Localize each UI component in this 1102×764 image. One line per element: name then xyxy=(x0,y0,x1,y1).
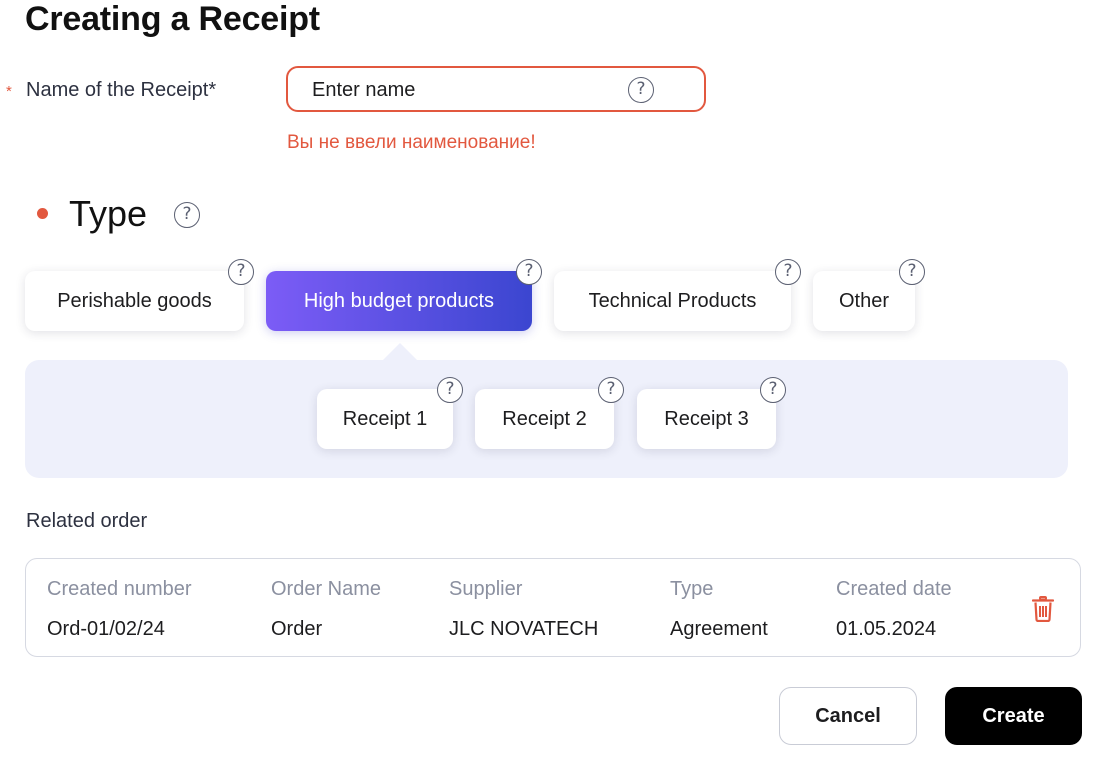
type-option-label: High budget products xyxy=(303,290,495,312)
type-option-label: Technical Products xyxy=(588,290,757,312)
question-circle-icon[interactable]: ? xyxy=(628,77,654,103)
related-order-label: Related order xyxy=(26,510,148,532)
type-heading: Type xyxy=(69,193,148,234)
order-type: Agreement xyxy=(670,618,768,640)
column-header-type: Type xyxy=(670,578,714,600)
question-circle-icon[interactable]: ? xyxy=(899,259,925,285)
column-header-created-number: Created number xyxy=(47,578,192,600)
type-option-perishable-goods[interactable]: Perishable goods ? xyxy=(25,259,254,331)
question-circle-icon[interactable]: ? xyxy=(516,259,542,285)
column-header-supplier: Supplier xyxy=(449,578,523,600)
type-option-label: Other xyxy=(838,290,890,312)
question-circle-icon[interactable]: ? xyxy=(437,377,463,403)
subtype-panel-pointer xyxy=(383,343,417,360)
type-option-technical-products[interactable]: Technical Products ? xyxy=(554,259,801,331)
name-error-message: Вы не ввели наименование! xyxy=(287,132,536,153)
column-header-order-name: Order Name xyxy=(271,578,382,600)
cancel-button[interactable]: Cancel xyxy=(779,687,917,745)
subtype-receipt-2[interactable]: Receipt 2 ? xyxy=(475,377,624,449)
question-circle-icon[interactable]: ? xyxy=(760,377,786,403)
trash-icon[interactable] xyxy=(1032,596,1054,622)
required-marker: * xyxy=(6,83,12,100)
type-option-other[interactable]: Other ? xyxy=(813,259,925,331)
name-field-label: Name of the Receipt* xyxy=(26,79,217,101)
subtype-label: Receipt 1 xyxy=(342,408,428,430)
subtype-receipt-3[interactable]: Receipt 3 ? xyxy=(637,377,786,449)
order-created-date: 01.05.2024 xyxy=(836,618,937,640)
subtype-label: Receipt 3 xyxy=(664,408,749,430)
page-title: Creating a Receipt xyxy=(25,0,320,38)
related-order-card: Created number Order Name Supplier Type … xyxy=(25,558,1081,657)
subtype-receipt-1[interactable]: Receipt 1 ? xyxy=(317,377,463,449)
create-button[interactable]: Create xyxy=(945,687,1082,745)
question-circle-icon[interactable]: ? xyxy=(174,202,200,228)
question-circle-icon[interactable]: ? xyxy=(228,259,254,285)
type-option-high-budget-products[interactable]: High budget products ? xyxy=(266,259,542,331)
name-field-container: ? xyxy=(286,66,706,112)
question-circle-icon[interactable]: ? xyxy=(598,377,624,403)
question-circle-icon[interactable]: ? xyxy=(775,259,801,285)
column-header-created-date: Created date xyxy=(836,578,952,600)
subtype-label: Receipt 2 xyxy=(502,408,587,430)
type-required-dot xyxy=(37,208,48,219)
type-option-label: Perishable goods xyxy=(57,290,212,312)
order-name: Order xyxy=(271,618,323,640)
receipt-name-input[interactable] xyxy=(312,76,612,104)
order-supplier: JLC NOVATECH xyxy=(449,618,599,640)
order-created-number: Ord-01/02/24 xyxy=(47,618,165,640)
